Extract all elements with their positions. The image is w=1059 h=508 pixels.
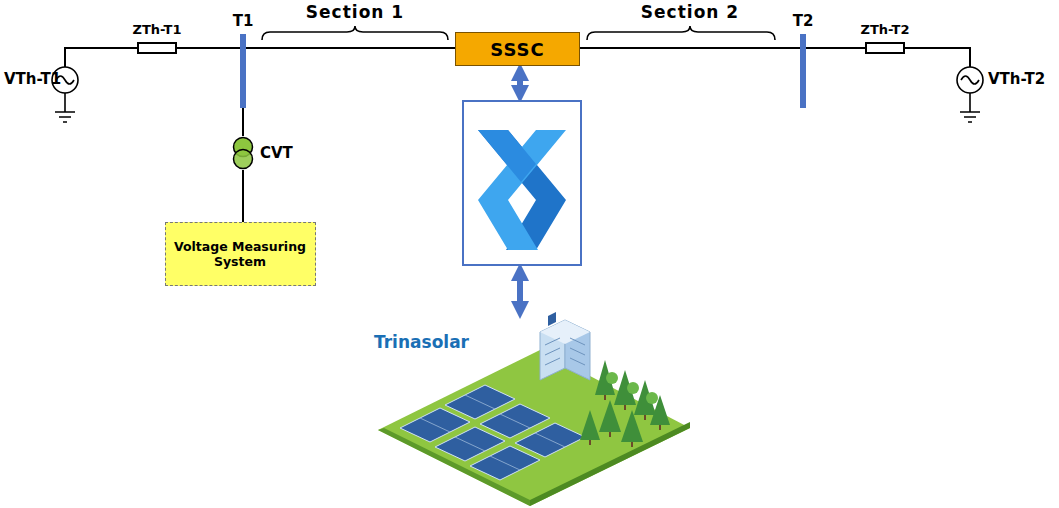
component-label: ZTh-T1 <box>133 22 182 37</box>
wire-connector <box>242 170 244 222</box>
component-label: VTh-T1 <box>4 70 61 88</box>
voltage-source <box>957 67 983 122</box>
node-text: CVT <box>260 144 293 162</box>
bus-bar <box>800 34 806 108</box>
cvt-transformer: CVT <box>230 136 305 170</box>
node-text: Voltage Measuring System <box>174 239 307 269</box>
component-label: Section 2 <box>641 2 739 22</box>
component-label: ZTh-T2 <box>861 22 910 37</box>
component-label: Section 1 <box>306 2 404 22</box>
component-label: T1 <box>233 12 254 30</box>
component-label: T2 <box>793 12 814 30</box>
bus-bar <box>240 34 246 108</box>
sssc-box: SSSC <box>455 32 580 66</box>
brand-logo-text: Trinasolar <box>374 332 469 352</box>
platform-logo <box>463 101 581 265</box>
node-text: SSSC <box>490 39 544 60</box>
impedance-symbol <box>866 43 904 53</box>
component-label: VTh-T2 <box>988 70 1045 88</box>
measuring-system-box: Voltage Measuring System <box>165 222 316 286</box>
impedance-symbol <box>138 43 176 53</box>
transformer-symbol <box>230 136 256 170</box>
